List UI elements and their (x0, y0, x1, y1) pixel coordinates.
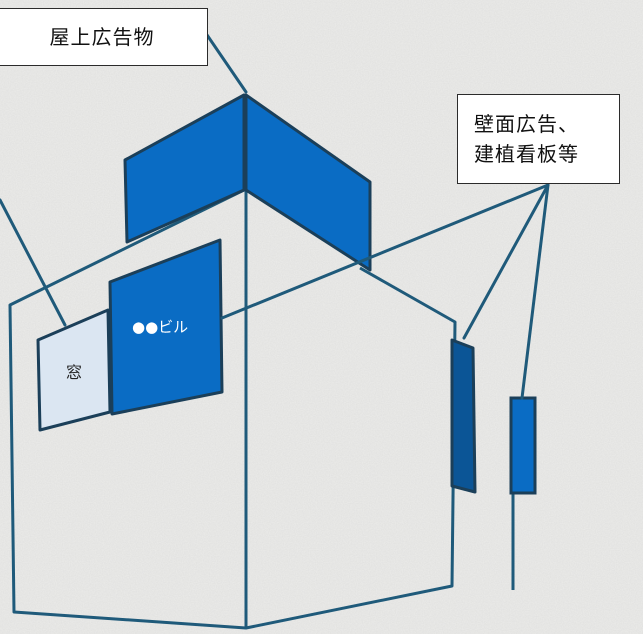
rooftop-sign-left-panel (123, 93, 246, 244)
wall-sign-label: 壁面広告、 建植看板等 (457, 94, 620, 184)
building-name-sign: ●●ビル (108, 238, 224, 416)
vertical-sign-standalone (509, 396, 537, 590)
window: 窓 (36, 308, 112, 432)
vertical-sign-front (450, 338, 477, 494)
rooftop-sign-label: 屋上広告物 (0, 8, 208, 66)
rooftop-sign (123, 93, 372, 272)
rooftop-sign-right-panel (244, 93, 372, 272)
window-label: 窓 (66, 363, 82, 382)
wall-sign-label-line2: 建植看板等 (474, 142, 579, 166)
wall-sign-label-line1: 壁面広告、 (474, 112, 579, 136)
building-outline (8, 188, 457, 630)
building-name-text: ●●ビル (132, 318, 188, 336)
rooftop-sign-label-text: 屋上広告物 (49, 25, 155, 49)
leader-lines (0, 30, 550, 400)
